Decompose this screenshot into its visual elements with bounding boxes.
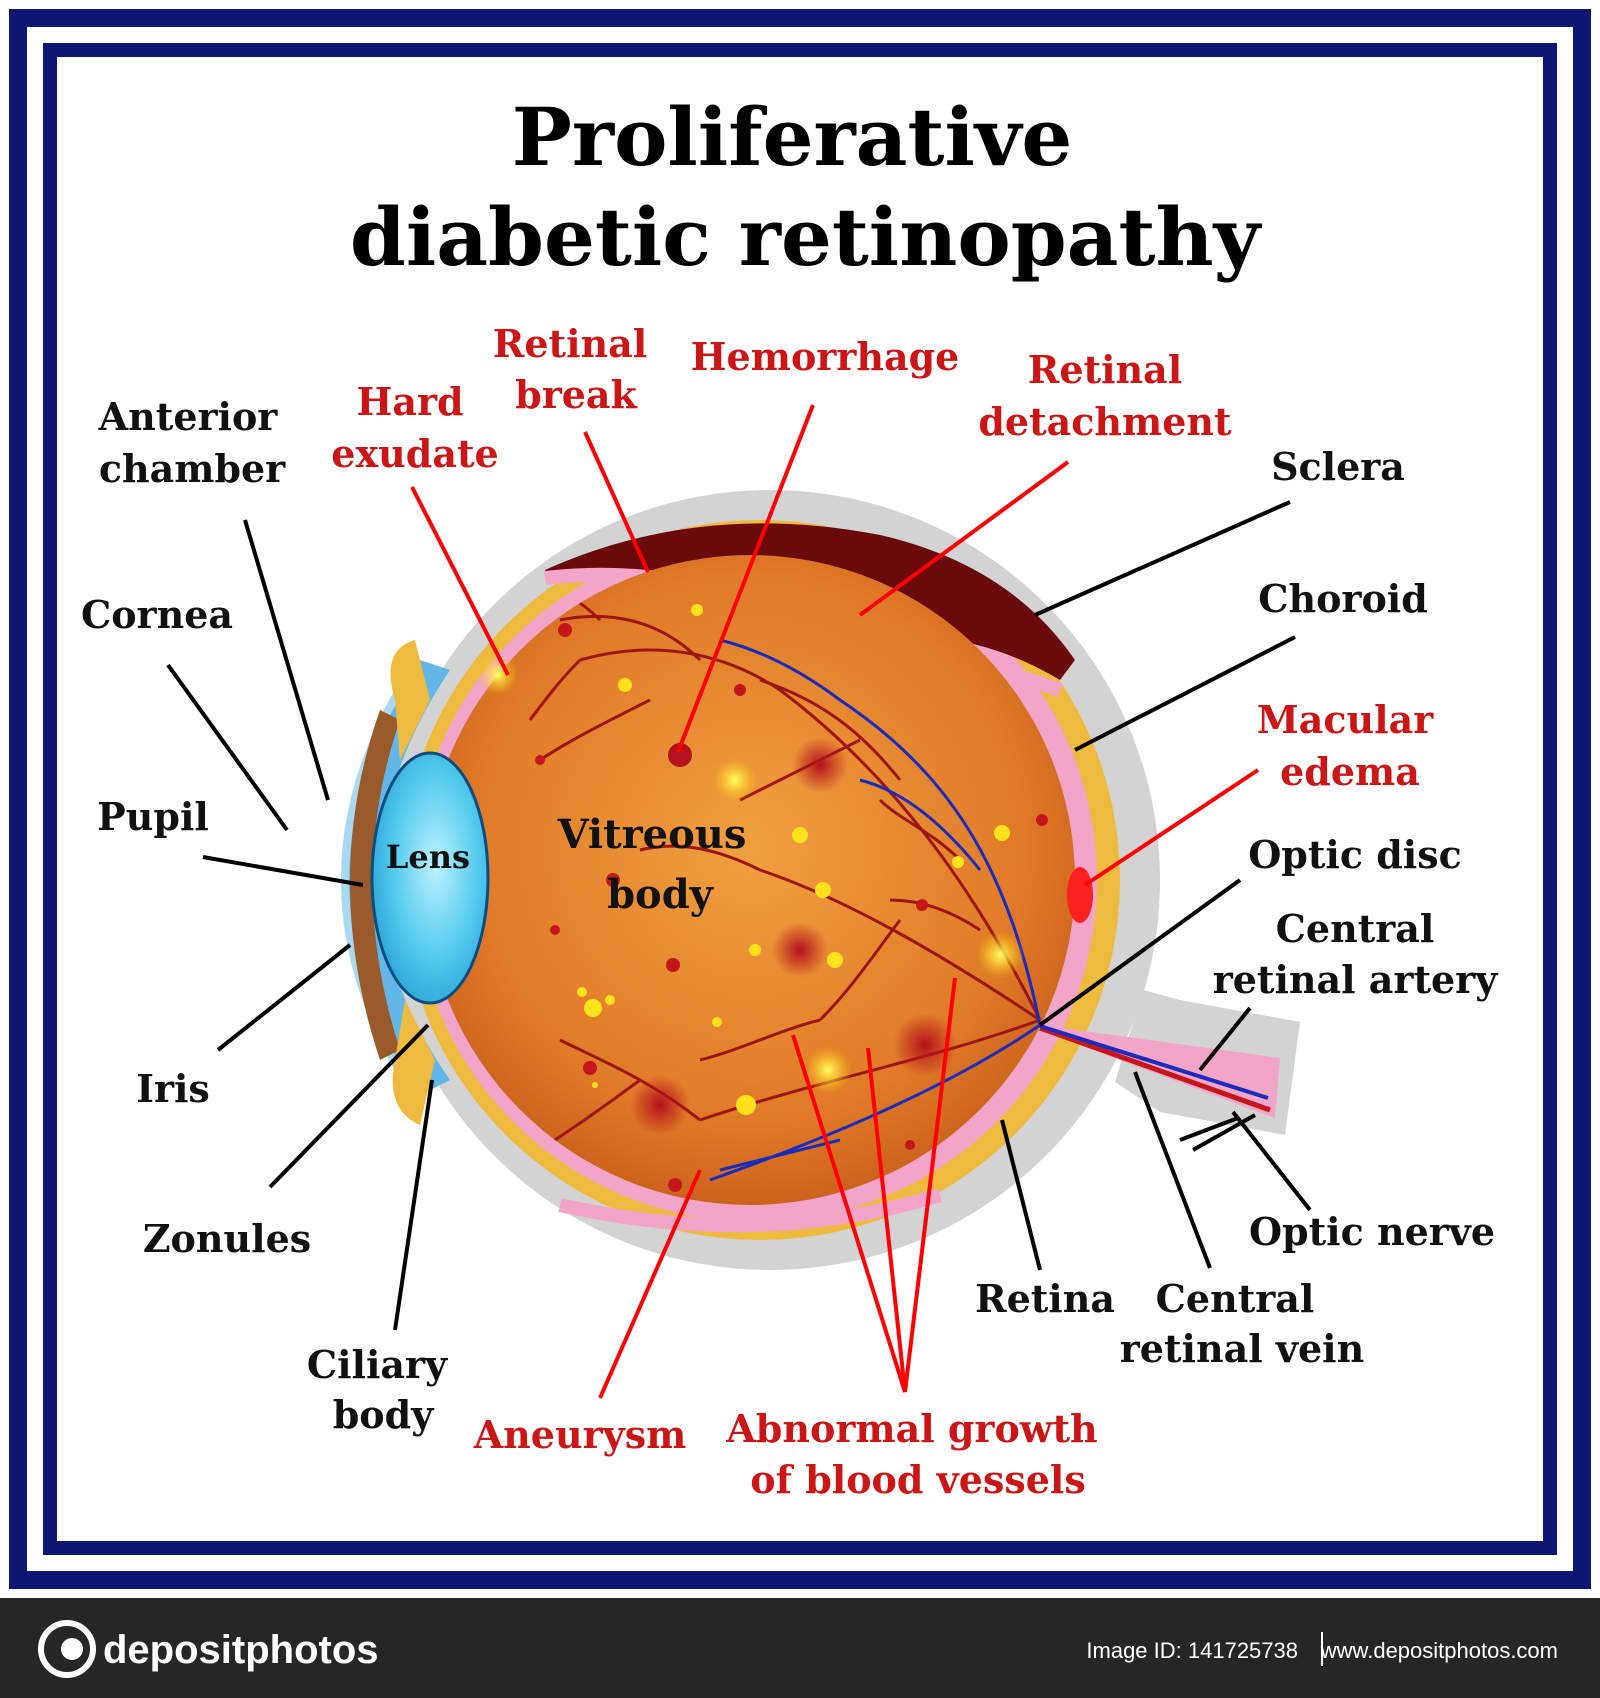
label-central-retinal-vein-2: retinal vein (1120, 1326, 1364, 1371)
label-zonules: Zonules (143, 1216, 311, 1261)
label-retinal-break-1: Retinal (493, 321, 647, 366)
pathology-leaders (410, 404, 1260, 1399)
label-hard-exudate-1: Hard (356, 379, 463, 424)
label-abnormal-growth-1: Abnormal growth (725, 1406, 1097, 1451)
retina-lower (558, 1188, 943, 1233)
label-pupil: Pupil (97, 794, 209, 839)
label-aneurysm: Aneurysm (473, 1412, 687, 1457)
footer-image-id: Image ID: 141725738 (1086, 1638, 1298, 1663)
label-vitreous-body-1: Vitreous (557, 811, 747, 858)
label-hemorrhage: Hemorrhage (691, 334, 960, 379)
label-macular-edema-2: edema (1280, 749, 1420, 794)
label-optic-nerve: Optic nerve (1249, 1209, 1495, 1254)
label-iris: Iris (136, 1066, 210, 1111)
anatomy-leaders (166, 500, 1312, 1331)
label-cornea: Cornea (81, 592, 233, 637)
label-central-retinal-artery-1: Central (1276, 906, 1435, 951)
label-abnormal-growth-2: of blood vessels (750, 1457, 1085, 1502)
label-ciliary-body-1: Ciliary (307, 1342, 448, 1387)
label-central-retinal-artery-2: retinal artery (1213, 957, 1498, 1002)
label-lens: Lens (386, 838, 470, 876)
label-optic-disc: Optic disc (1248, 832, 1462, 877)
title-line-1: Proliferative (512, 90, 1072, 184)
footer-bar: depositphotos Image ID: 141725738 www.de… (0, 1598, 1600, 1698)
eye-illustration (341, 490, 1300, 1270)
anatomy-labels: Anterior chamber Cornea Pupil Iris Zonul… (81, 394, 1498, 1437)
label-macular-edema-1: Macular (1257, 697, 1435, 742)
hard-exudates (478, 604, 1024, 1115)
pathology-labels: Hard exudate Retinal break Hemorrhage Re… (331, 321, 1434, 1502)
label-retinal-break-2: break (515, 372, 637, 417)
label-vitreous-body-2: body (607, 871, 715, 918)
lens (370, 751, 490, 1005)
footer-brand: depositphotos (103, 1628, 379, 1672)
label-retina: Retina (975, 1276, 1115, 1321)
label-ciliary-body-2: body (333, 1392, 434, 1437)
label-retinal-detachment-1: Retinal (1028, 347, 1182, 392)
depositphotos-logo-icon (38, 1620, 96, 1678)
label-anterior-chamber-1: Anterior (98, 394, 279, 439)
iris (350, 710, 400, 1060)
ciliary-body (390, 640, 430, 760)
veins (709, 638, 1042, 1182)
macular-edema-spot (1067, 867, 1093, 923)
label-retinal-detachment-2: detachment (978, 399, 1232, 444)
hemorrhages (535, 623, 1048, 1192)
footer-url[interactable]: www.depositphotos.com (1320, 1638, 1558, 1663)
label-anterior-chamber-2: chamber (99, 446, 286, 491)
title-line-2: diabetic retinopathy (350, 190, 1263, 284)
label-choroid: Choroid (1258, 576, 1428, 621)
label-sclera: Sclera (1271, 444, 1405, 489)
label-central-retinal-vein-1: Central (1156, 1276, 1315, 1321)
label-hard-exudate-2: exudate (331, 431, 498, 476)
